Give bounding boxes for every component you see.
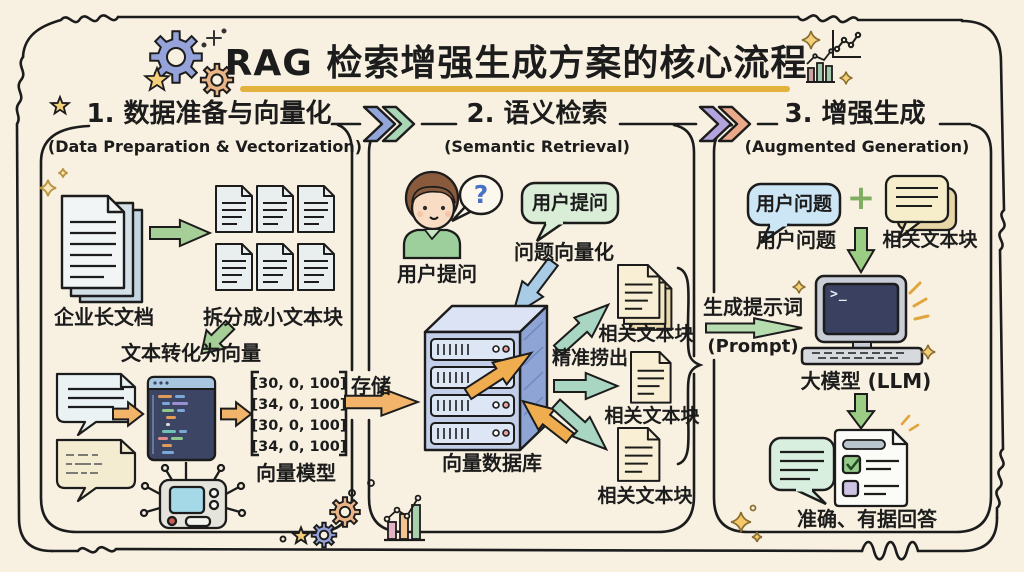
prompt-label: (Prompt) xyxy=(707,336,799,357)
question-bubble-icon xyxy=(451,174,504,223)
user-question-bubble xyxy=(746,182,842,245)
user-question-label: 用户问题 xyxy=(756,228,836,252)
vector-model-label: 向量模型 xyxy=(256,461,336,485)
line-chart-icon xyxy=(832,30,862,58)
enterprise-doc-icon xyxy=(60,194,144,304)
arrow-to-llm xyxy=(847,227,875,274)
chunk-doc-stack-icon xyxy=(616,263,673,332)
arrow-split xyxy=(148,218,211,248)
vector-row: [34, 0, 100] xyxy=(251,397,347,413)
chunks-label-s3: 相关文本块 xyxy=(882,229,978,251)
robot-icon xyxy=(139,462,247,530)
llm-computer-icon xyxy=(800,274,930,366)
user-avatar-icon xyxy=(402,170,462,260)
chunk-bubbles-icon xyxy=(884,174,958,242)
section-3-title: 3. 增强生成 xyxy=(784,99,926,129)
chunk-label-3: 相关文本块 xyxy=(597,485,693,507)
vector-row: [34, 0, 100] xyxy=(251,439,347,455)
chunk-label-1: 相关文本块 xyxy=(598,323,694,345)
page-title: RAG 检索增强生成方案的核心流程 xyxy=(224,43,808,84)
question-mark: ? xyxy=(473,180,489,209)
chat-doc-icons xyxy=(55,372,137,503)
question-vectorize-label: 问题向量化 xyxy=(514,240,614,264)
section-2-subtitle: (Semantic Retrieval) xyxy=(444,137,630,156)
vector-row: [30, 0, 100] xyxy=(251,376,347,392)
split-label: 拆分成小文本块 xyxy=(203,305,343,329)
arrow-code-to-vectors xyxy=(220,401,253,427)
arrow-prompt xyxy=(704,316,805,340)
small-doc-grid-icon xyxy=(215,185,335,291)
vector-matrix-brackets xyxy=(250,370,348,457)
user-question-bubble-text: 用户问题 xyxy=(755,193,832,215)
terminal-prompt: >_ xyxy=(830,287,848,302)
bar-chart-icon-top-right xyxy=(806,48,835,83)
chunk-doc-2-icon xyxy=(629,350,672,404)
arrow-fetch-2 xyxy=(552,371,619,401)
vector-row: [30, 0, 100] xyxy=(251,418,347,434)
bar-chart-icon-s2-bottom xyxy=(367,479,425,542)
chunk-label-2: 相关文本块 xyxy=(604,405,700,427)
sparkle-icon-s1 xyxy=(39,168,68,197)
chevron-1-icon xyxy=(362,105,416,143)
store-label: 存储 xyxy=(351,374,391,398)
title-underline xyxy=(240,86,790,92)
grouping-brace xyxy=(676,266,704,466)
section-1-title: 1. 数据准备与向量化 xyxy=(86,99,332,129)
chevron-2-icon xyxy=(698,105,752,143)
to-vector-label: 文本转化为向量 xyxy=(121,341,261,365)
llm-label: 大模型 (LLM) xyxy=(800,369,932,393)
chunk-doc-3-icon xyxy=(616,426,661,483)
code-editor-icon xyxy=(146,375,217,462)
vector-db-label: 向量数据库 xyxy=(442,451,542,475)
section-2-title: 2. 语义检索 xyxy=(466,99,608,129)
long-doc-label: 企业长文档 xyxy=(54,305,154,329)
answer-checklist-icon xyxy=(833,414,920,508)
outer-frame xyxy=(15,14,1006,561)
gen-prompt-label: 生成提示词 xyxy=(703,295,803,319)
gear-icons-s1-bottom xyxy=(279,489,361,549)
sparkle-icons-s3-bottom xyxy=(730,504,763,543)
vector-values: [30, 0, 100] [34, 0, 100] [30, 0, 100] [… xyxy=(252,374,347,458)
plus-sign: + xyxy=(846,178,876,218)
user-ask-bubble xyxy=(520,181,620,243)
user-ask-label: 用户提问 xyxy=(397,262,477,286)
arrow-to-answer xyxy=(847,393,875,430)
section-3-subtitle: (Augmented Generation) xyxy=(744,137,970,156)
plus-sparkle-icon xyxy=(201,28,227,48)
fetch-label: 精准捞出 xyxy=(551,347,629,369)
answer-label: 准确、有据回答 xyxy=(797,507,937,531)
section-1-subtitle: (Data Preparation & Vectorization) xyxy=(47,137,363,156)
answer-bubble-icon xyxy=(768,436,836,506)
user-ask-bubble-text: 用户提问 xyxy=(531,192,608,214)
